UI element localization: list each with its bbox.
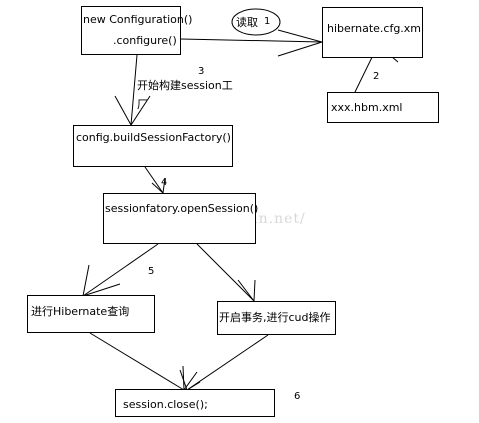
query-box: 进行Hibernate查询: [27, 295, 155, 333]
read-label: 读取: [236, 16, 258, 29]
transaction-box: 开启事务,进行cud操作: [217, 301, 336, 335]
arrowhead-transaction: [237, 279, 256, 303]
build-factory-label: config.buildSessionFactory(): [76, 131, 231, 144]
build-factory-box: config.buildSessionFactory(): [73, 125, 233, 167]
cfg-xml-label: hibernate.cfg.xml: [327, 22, 425, 35]
open-session-label: sessionfatory.openSession(): [105, 202, 259, 215]
arrow-transaction-to-close: [186, 334, 269, 391]
arrow-query-to-close: [89, 332, 185, 391]
hbm-xml-label: xxx.hbm.xml: [331, 101, 403, 114]
configuration-box: new Configuration() .configure(): [81, 6, 192, 55]
cfg-xml-box: hibernate.cfg.xml: [322, 7, 425, 58]
arrowhead-cfg: [277, 29, 324, 57]
close-box: session.close();: [115, 389, 275, 417]
build-label-line2: 厂: [137, 98, 148, 111]
read-step-number: 1: [264, 16, 271, 27]
step-6-label: 6: [294, 391, 301, 402]
close-label: session.close();: [123, 398, 208, 411]
step-3-label: 3: [198, 66, 205, 77]
hbm-xml-box: xxx.hbm.xml: [327, 92, 439, 123]
query-label: 进行Hibernate查询: [31, 305, 130, 318]
read-circle: [231, 8, 281, 36]
arrow-config-to-build: [130, 54, 138, 126]
step-2-label: 2: [373, 71, 380, 82]
open-session-box: sessionfatory.openSession(): [103, 193, 259, 244]
arrow-open-to-query: [82, 243, 159, 297]
step-4-label: 4: [161, 177, 168, 188]
arrow-configure-to-cfg: [180, 38, 323, 43]
arrowhead-query: [82, 264, 121, 297]
transaction-label: 开启事务,进行cud操作: [219, 311, 331, 324]
build-label-line1: 开始构建session工: [137, 79, 233, 92]
configuration-line1: new Configuration(): [83, 13, 193, 26]
arrow-open-to-transaction: [196, 243, 255, 302]
arrow-build-to-open: [144, 166, 164, 194]
configuration-line2: .configure(): [113, 34, 177, 47]
step-5-label: 5: [148, 266, 155, 277]
arrowhead-close-left: [182, 365, 198, 392]
